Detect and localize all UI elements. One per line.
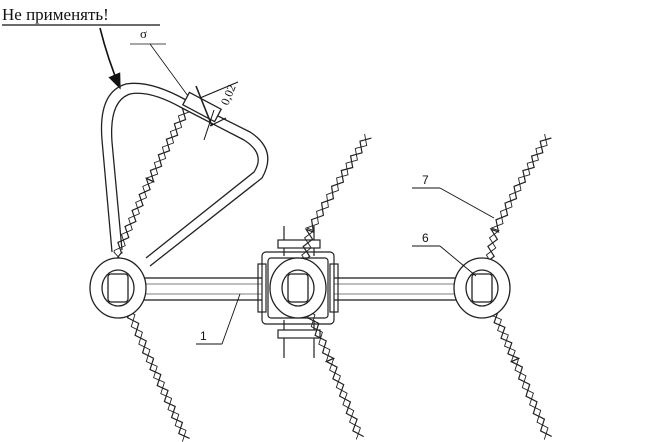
clamp-ring-middle [269,257,327,319]
callout-rod-label: 1 [200,329,207,343]
callout-strand-label: 7 [422,173,429,187]
triangular-frame [100,82,269,267]
clamp-ring-right [453,257,511,319]
callout-insert-label: 6 [422,231,429,245]
clamp-ring-left [89,257,147,319]
callout-strand: 7 [412,173,495,219]
dimension-label: 0,02 [218,82,239,107]
sigma-leader [149,43,189,97]
note-arrow [99,27,121,90]
sigma-symbol: σ [140,26,147,41]
note-text: Не применять! [2,5,109,24]
callout-insert: 6 [412,231,477,277]
callout-rod: 1 [196,293,241,345]
